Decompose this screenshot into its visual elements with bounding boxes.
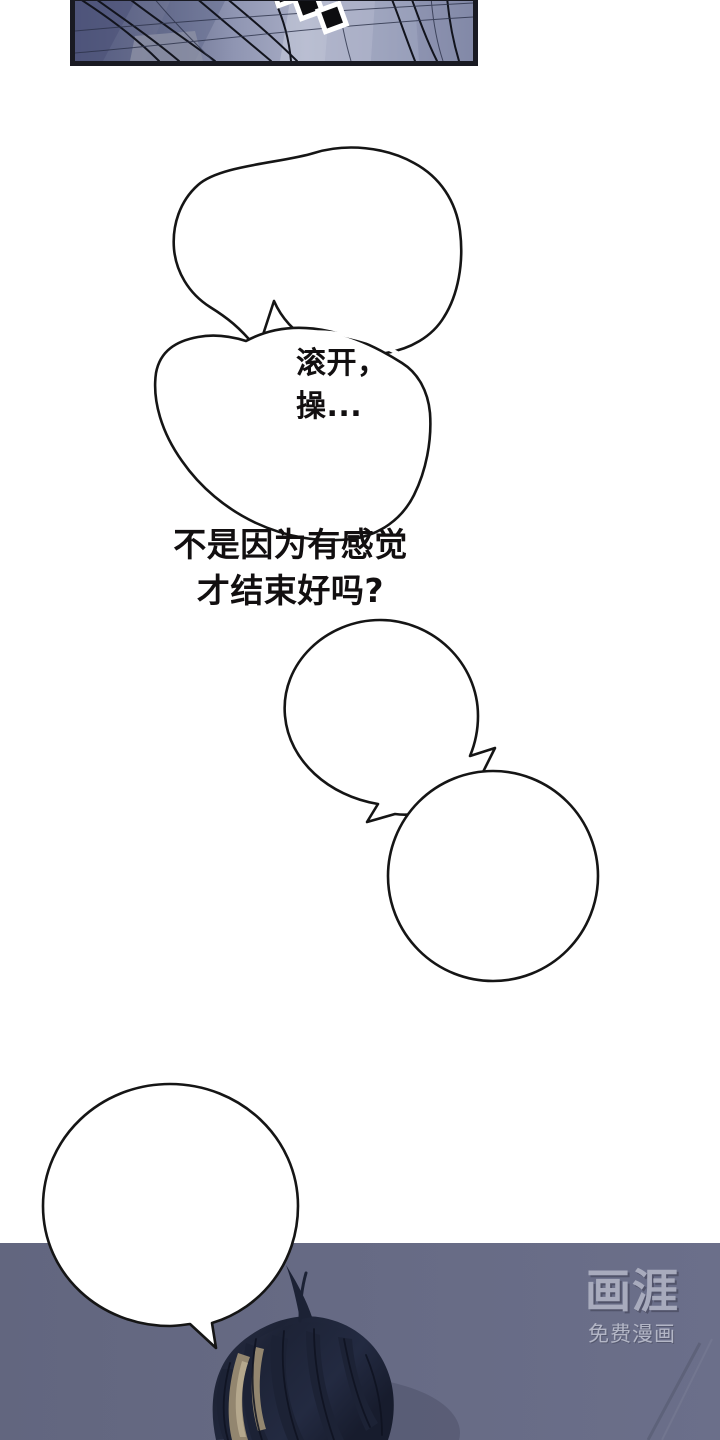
top-panel-art	[75, 1, 473, 61]
speech-bubble-three-shape	[41, 1082, 300, 1350]
speech-bubble-three: 10分钟内 能不能结束。	[40, 1080, 310, 1350]
speech-bubble-one: 滚开， 操... 不是因为有感觉 才结束好吗?	[118, 145, 483, 610]
speech-bubble-two-shape	[283, 618, 600, 983]
speech-bubble-one-line1: 滚开， 操...	[296, 346, 388, 424]
top-cropped-panel	[70, 0, 478, 66]
black-square-motif	[267, 1, 350, 35]
speech-bubble-two: 啊，是吗? 那打个赌吗?	[281, 618, 626, 1337]
speech-bubble-one-shape	[153, 146, 463, 542]
speech-bubble-one-line2: 不是因为有感觉 才结束好吗?	[173, 525, 408, 610]
